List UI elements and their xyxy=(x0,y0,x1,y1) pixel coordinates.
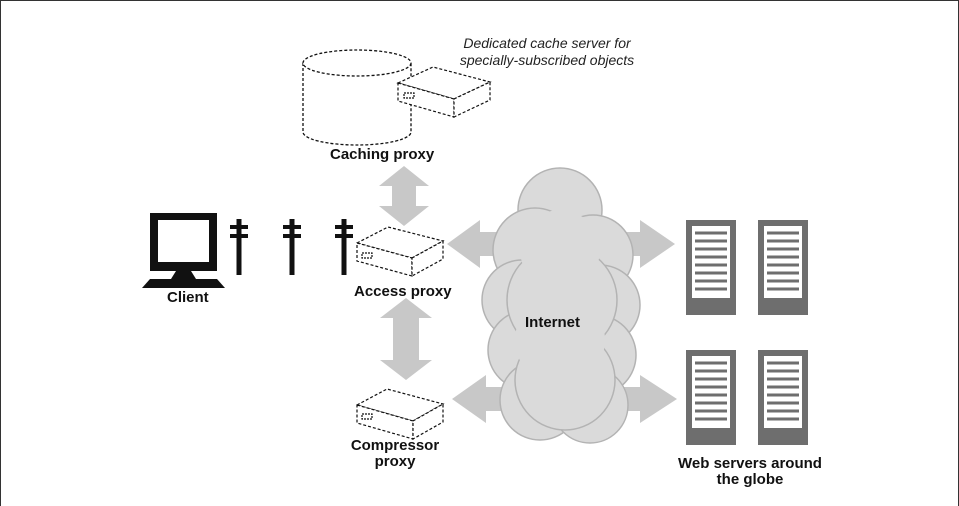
web-servers-label-line1: Web servers around xyxy=(678,455,822,472)
web-servers-label-line2: the globe xyxy=(716,471,784,488)
network-pole-icon xyxy=(230,219,353,275)
cache-server-box-icon xyxy=(396,66,492,118)
caching-proxy-label: Caching proxy xyxy=(330,146,435,163)
client-label: Client xyxy=(167,289,209,306)
double-arrow-access-compressor xyxy=(380,298,432,380)
compressor-proxy-box-icon xyxy=(355,388,445,441)
cache-cylinder-icon xyxy=(302,49,412,146)
cache-server-note-line1: Dedicated cache server for xyxy=(463,35,631,51)
internet-label: Internet xyxy=(525,314,581,331)
cache-server-note-line2: specially-subscribed objects xyxy=(459,52,635,68)
access-proxy-box-icon xyxy=(355,226,445,278)
cache-server-note: Dedicated cache server for specially-sub… xyxy=(432,35,662,69)
server-tower-icon xyxy=(684,218,810,447)
compressor-proxy-label-line1: Compressor xyxy=(350,437,440,454)
double-arrow-cache-access xyxy=(379,166,429,226)
cloud-fill xyxy=(508,210,616,429)
compressor-proxy-label: Compressor proxy xyxy=(340,438,450,470)
monitor-icon xyxy=(142,213,225,288)
compressor-proxy-label-line2: proxy xyxy=(374,453,416,470)
access-proxy-label: Access proxy xyxy=(354,283,452,300)
web-servers-label: Web servers around the globe xyxy=(665,456,835,488)
